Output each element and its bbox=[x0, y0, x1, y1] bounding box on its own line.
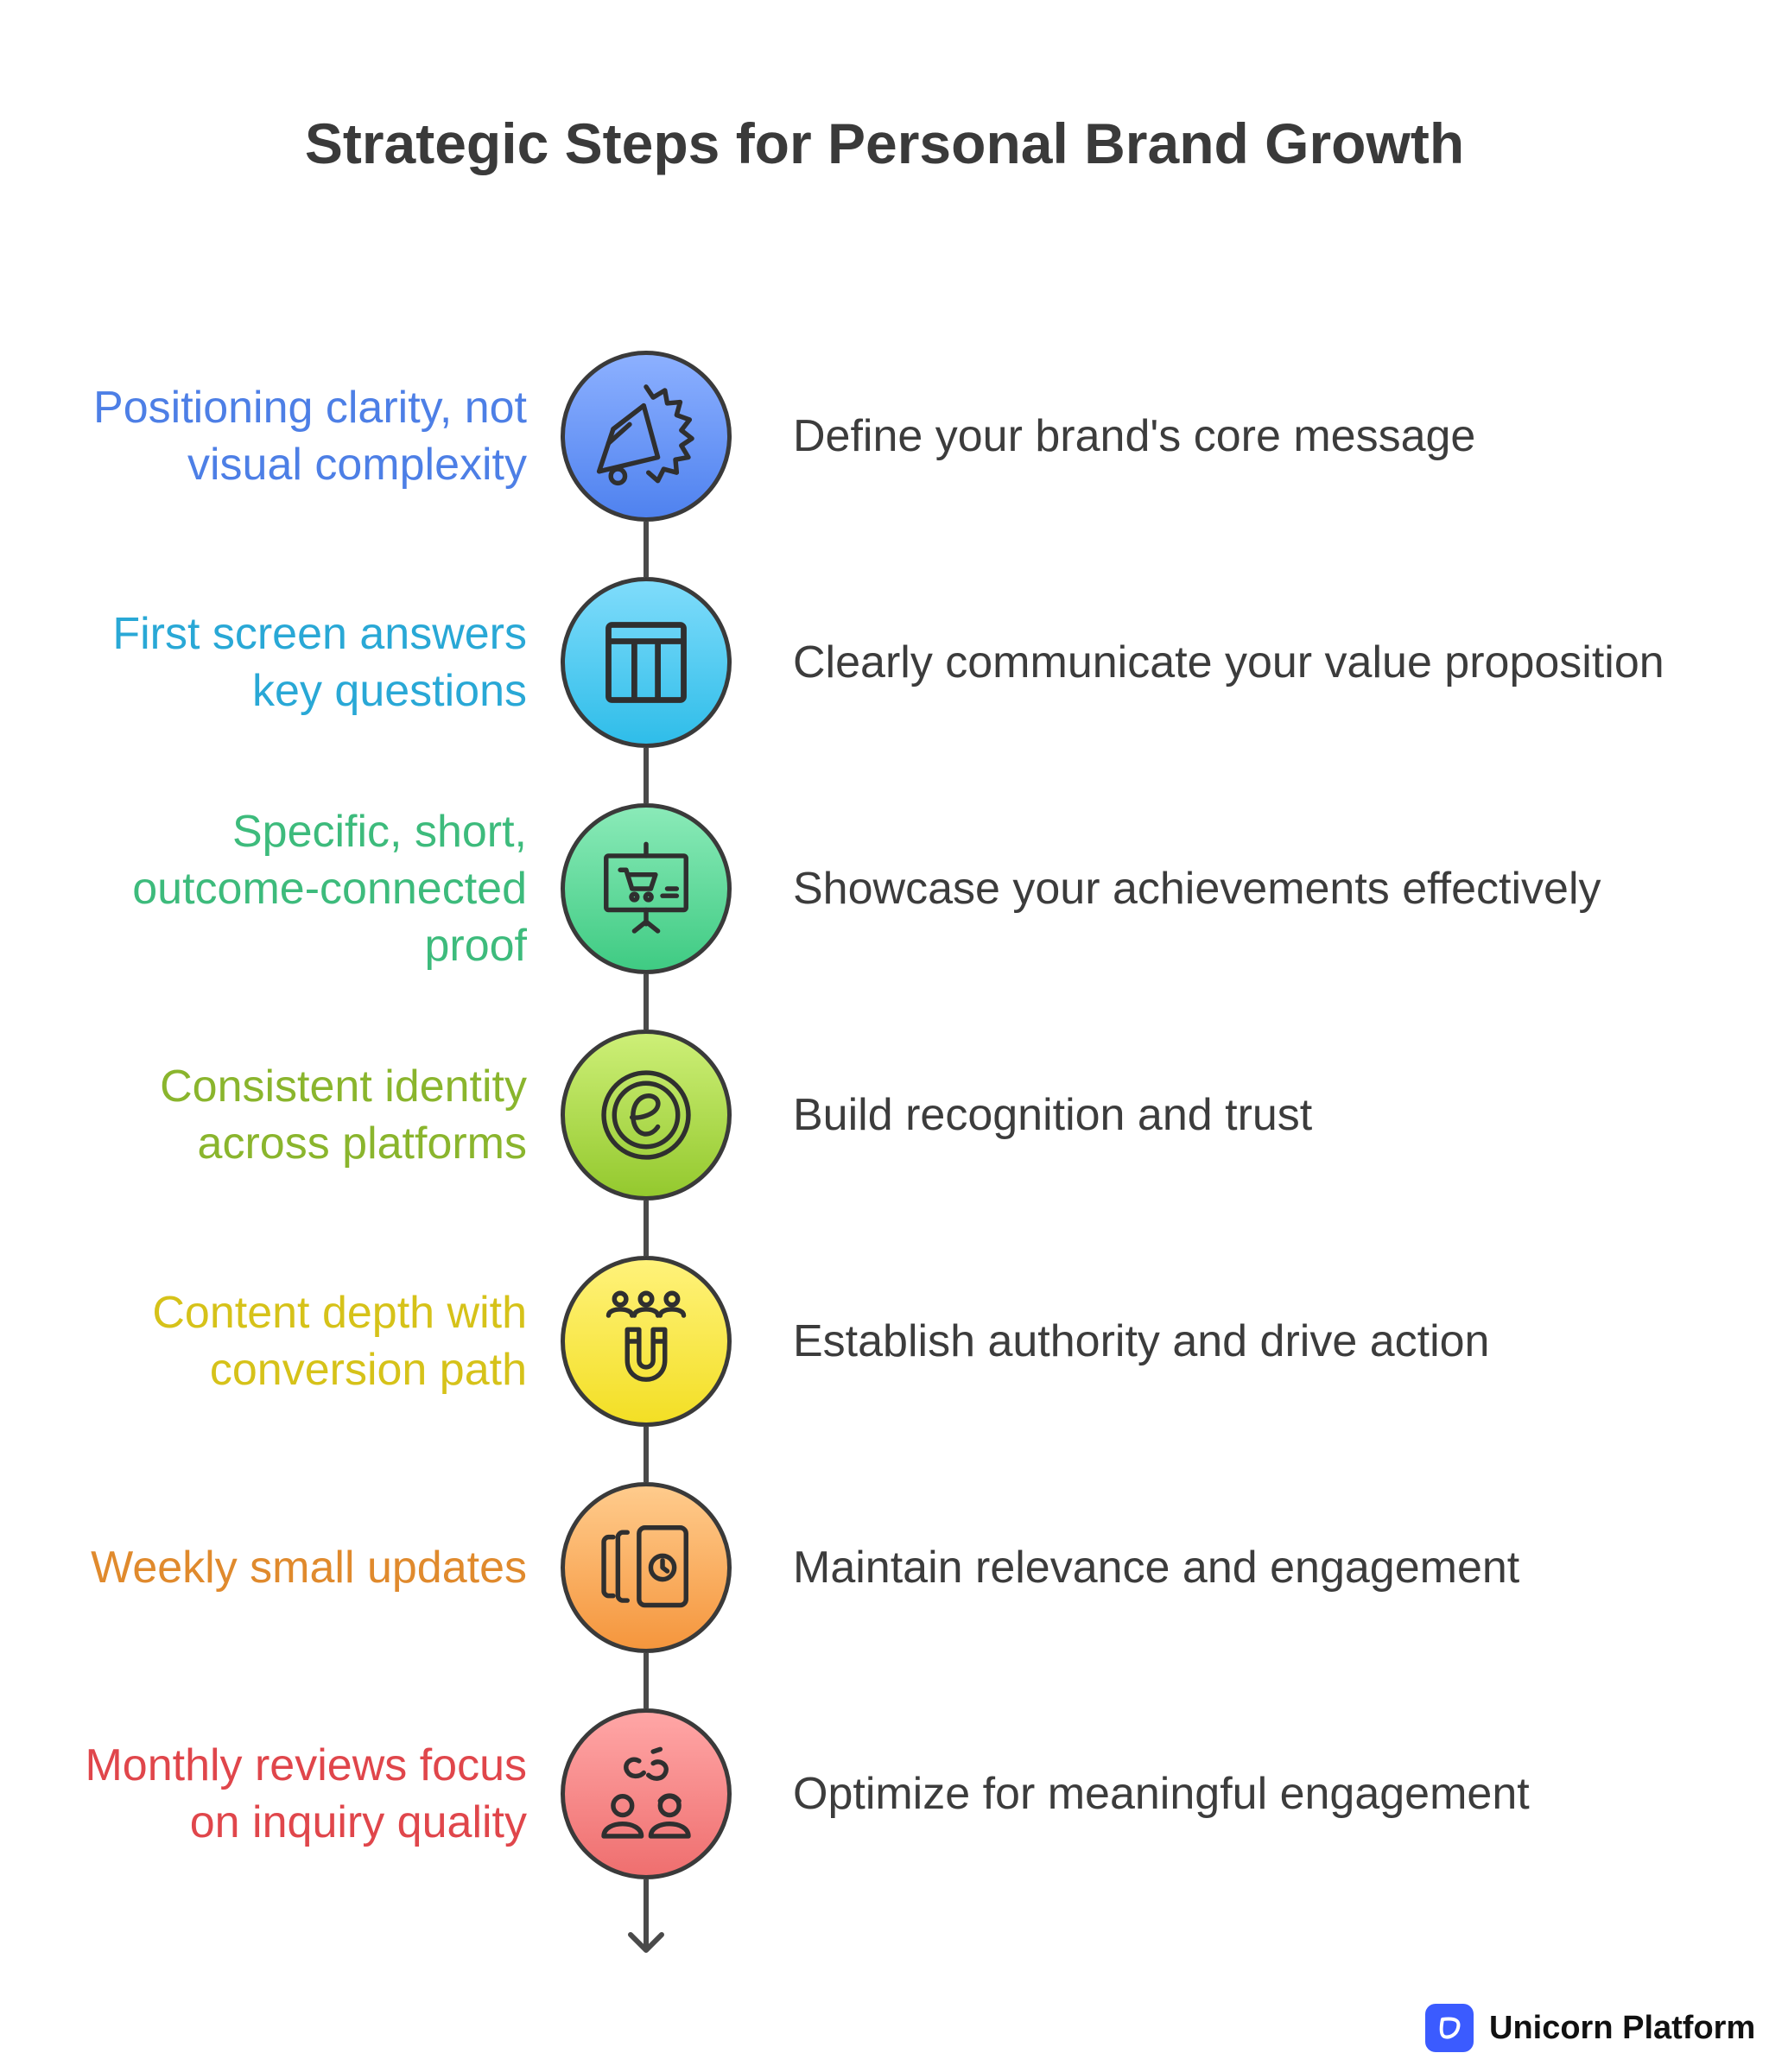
step-5-circle bbox=[561, 1256, 732, 1427]
connector-line bbox=[644, 1653, 649, 1708]
step-3-detail-line-2: outcome-connected bbox=[132, 864, 527, 914]
step-3-circle bbox=[561, 803, 732, 974]
step-6-detail-line-1: Weekly small updates bbox=[91, 1543, 527, 1593]
people-link-icon bbox=[601, 1746, 691, 1839]
presentation-cart-icon bbox=[604, 841, 688, 934]
step-1-summary: Define your brand's core message bbox=[793, 411, 1476, 461]
step-7-circle bbox=[561, 1708, 732, 1879]
step-3-summary: Showcase your achievements effectively bbox=[793, 864, 1601, 914]
step-4-detail-line-2: across platforms bbox=[197, 1118, 527, 1169]
emblem-e-icon bbox=[601, 1070, 691, 1160]
step-4-circle bbox=[561, 1030, 732, 1201]
step-2-detail-line-1: First screen answers bbox=[112, 609, 527, 659]
layout-columns-icon bbox=[606, 622, 687, 703]
step-5: Content depth with conversion path Estab… bbox=[0, 1256, 1769, 1427]
step-5-detail-line-1: Content depth with bbox=[152, 1288, 527, 1338]
brand-badge: Unicorn Platform bbox=[1425, 2004, 1755, 2052]
connector-line bbox=[644, 974, 649, 1030]
step-2-detail-line-2: key questions bbox=[252, 666, 527, 716]
step-4-detail: Consistent identity across platforms bbox=[9, 1030, 527, 1201]
step-1: Positioning clarity, not visual complexi… bbox=[0, 351, 1769, 522]
step-6: Weekly small updates Maintain relevance … bbox=[0, 1482, 1769, 1653]
step-1-circle bbox=[561, 351, 732, 522]
magnet-people-icon bbox=[606, 1290, 687, 1382]
step-1-detail-line-2: visual complexity bbox=[187, 440, 527, 490]
step-2-circle bbox=[561, 577, 732, 748]
step-3-detail: Specific, short, outcome-connected proof bbox=[9, 803, 527, 974]
step-1-detail: Positioning clarity, not visual complexi… bbox=[9, 351, 527, 522]
step-7-detail: Monthly reviews focus on inquiry quality bbox=[9, 1708, 527, 1879]
calendar-clock-icon bbox=[601, 1525, 688, 1608]
step-4-summary: Build recognition and trust bbox=[793, 1090, 1313, 1140]
step-4: Consistent identity across platforms Bui… bbox=[0, 1030, 1769, 1201]
connector-line bbox=[644, 1427, 649, 1482]
arrow-down-icon bbox=[628, 1932, 664, 1953]
step-5-summary: Establish authority and drive action bbox=[793, 1316, 1490, 1366]
connector-line bbox=[644, 1879, 649, 1950]
connector-line bbox=[644, 1201, 649, 1256]
unicorn-logo-icon bbox=[1425, 2004, 1474, 2052]
step-6-summary: Maintain relevance and engagement bbox=[793, 1543, 1520, 1593]
megaphone-burst-icon bbox=[596, 384, 694, 486]
step-3-detail-line-1: Specific, short, bbox=[231, 807, 527, 857]
step-4-detail-line-1: Consistent identity bbox=[160, 1061, 527, 1112]
diagram-title: Strategic Steps for Personal Brand Growt… bbox=[304, 111, 1465, 175]
brand-name: Unicorn Platform bbox=[1489, 2009, 1756, 2046]
step-6-circle bbox=[561, 1482, 732, 1653]
step-3: Specific, short, outcome-connected proof… bbox=[0, 803, 1769, 974]
step-5-detail-line-2: conversion path bbox=[209, 1345, 527, 1395]
step-2-detail: First screen answers key questions bbox=[9, 577, 527, 748]
step-7-detail-line-1: Monthly reviews focus bbox=[85, 1740, 527, 1790]
step-2-summary: Clearly communicate your value propositi… bbox=[793, 637, 1664, 687]
connector-line bbox=[644, 522, 649, 577]
step-2: First screen answers key questions Clear… bbox=[0, 577, 1769, 748]
step-1-detail-line-1: Positioning clarity, not bbox=[93, 383, 527, 433]
step-5-detail: Content depth with conversion path bbox=[9, 1256, 527, 1427]
step-7-summary: Optimize for meaningful engagement bbox=[793, 1769, 1530, 1819]
connector-line bbox=[644, 748, 649, 803]
step-3-detail-line-3: proof bbox=[424, 921, 527, 971]
step-7-detail-line-2: on inquiry quality bbox=[189, 1797, 527, 1847]
step-7: Monthly reviews focus on inquiry quality… bbox=[0, 1708, 1769, 1879]
step-6-detail: Weekly small updates bbox=[9, 1482, 527, 1653]
